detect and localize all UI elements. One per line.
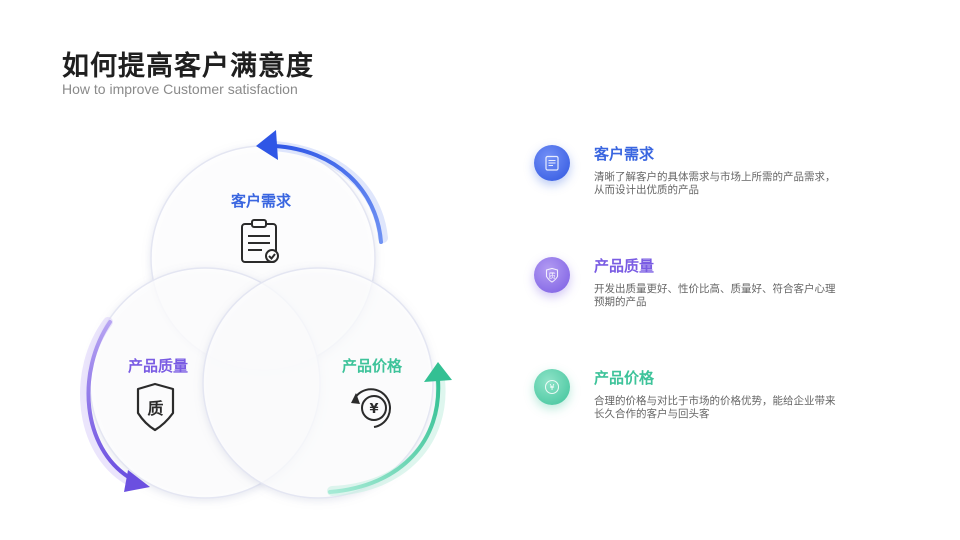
page-subtitle: How to improve Customer satisfaction: [62, 81, 298, 97]
circle-label-product-price: 产品价格: [342, 357, 403, 375]
list-item-customer-demand: 客户需求 清晰了解客户的具体需求与市场上所需的产品需求，从而设计出优质的产品: [534, 143, 844, 213]
yen-coin-icon: ¥: [534, 369, 570, 405]
list-item-product-quality: 质 产品质量 开发出质量更好、性价比高、质量好、符合客户心理预期的产品: [534, 255, 844, 325]
item-title: 产品价格: [594, 369, 655, 387]
shield-icon-text: 质: [147, 399, 163, 418]
item-shield-icon-text: 质: [549, 271, 556, 280]
circle-product-price: [202, 267, 434, 499]
arrow-green: [327, 362, 452, 496]
clipboard-check-icon: [241, 219, 279, 263]
item-title: 客户需求: [594, 145, 655, 163]
quality-shield-icon: 质: [534, 257, 570, 293]
item-title: 产品质量: [594, 257, 655, 275]
arrow-blue: [256, 130, 388, 244]
circle-label-product-quality: 产品质量: [128, 357, 188, 375]
quality-shield-icon: 质: [136, 382, 175, 432]
item-description: 开发出质量更好、性价比高、质量好、符合客户心理预期的产品: [594, 283, 836, 308]
item-description: 清晰了解客户的具体需求与市场上所需的产品需求，从而设计出优质的产品: [594, 171, 836, 196]
item-yen-icon-text: ¥: [549, 383, 554, 392]
yen-icon-text: ¥: [369, 402, 378, 417]
clipboard-icon: [534, 145, 570, 181]
page-title: 如何提高客户满意度: [62, 51, 314, 82]
arrow-purple: [80, 317, 150, 492]
item-description: 合理的价格与对比于市场的价格优势，能给企业带来长久合作的客户与回头客: [594, 395, 836, 420]
list-item-product-price: ¥ 产品价格 合理的价格与对比于市场的价格优势，能给企业带来长久合作的客户与回头…: [534, 367, 844, 437]
circle-label-customer-demand: 客户需求: [230, 192, 292, 210]
yen-cycle-icon: ¥: [351, 388, 391, 428]
